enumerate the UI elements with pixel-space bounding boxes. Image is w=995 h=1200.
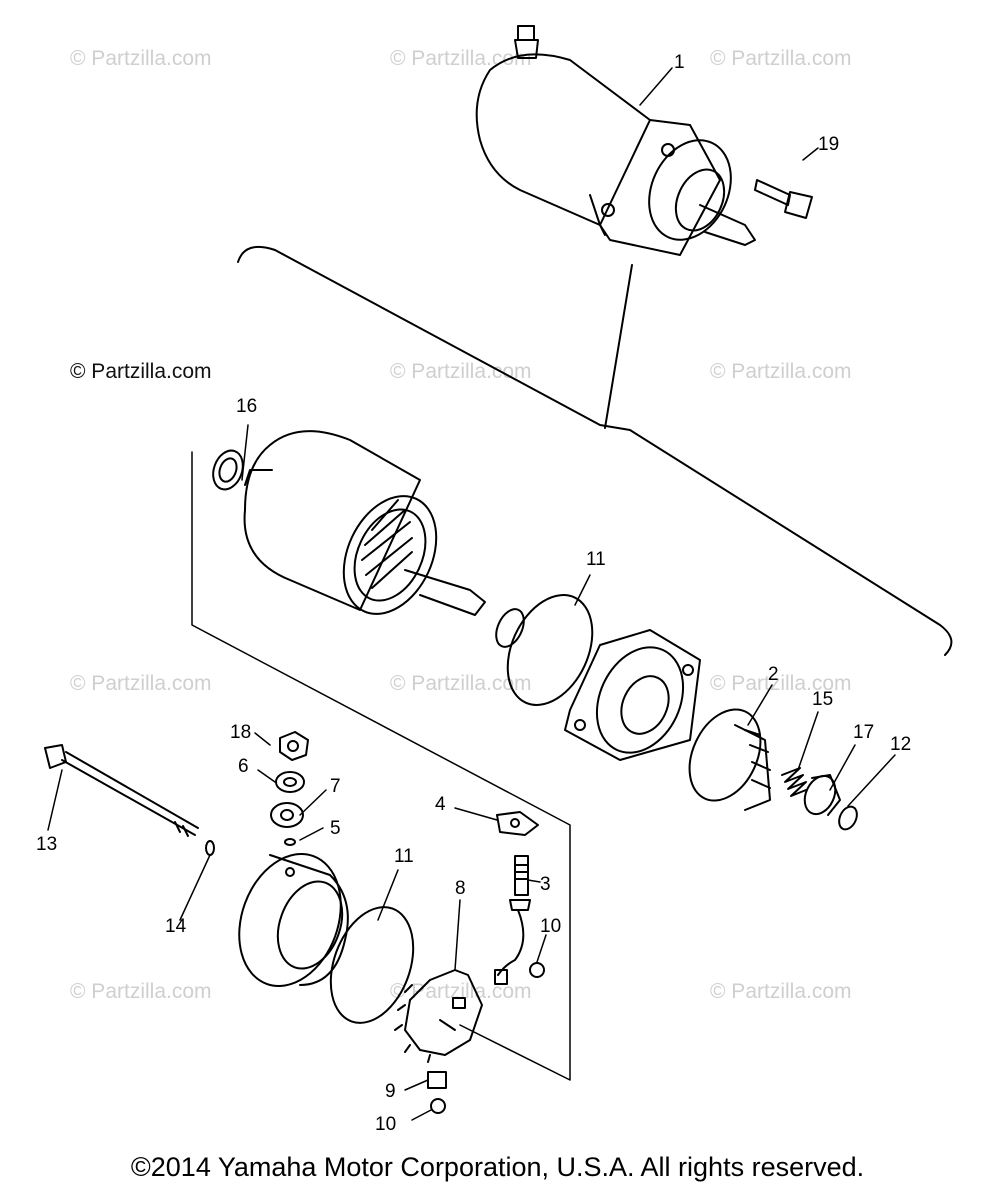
subassembly-outline	[191, 451, 571, 1081]
watermark: © Partzilla.com	[70, 672, 212, 695]
nut-18	[279, 731, 309, 761]
watermark: © Partzilla.com	[70, 980, 212, 1003]
callout-9: 9	[385, 1081, 396, 1102]
watermark: © Partzilla.com	[390, 360, 532, 383]
pinion-2	[688, 708, 771, 811]
callout-14: 14	[165, 916, 187, 937]
callout-7: 7	[330, 776, 341, 797]
washer-6	[275, 771, 305, 793]
watermark: © Partzilla.com	[710, 980, 852, 1003]
terminal-bolt-3	[494, 855, 531, 985]
callout-4: 4	[435, 794, 446, 815]
callout-10: 10	[375, 1114, 396, 1135]
brush-plate-8	[394, 969, 483, 1063]
front-bracket	[564, 629, 701, 761]
callout-19: 19	[818, 134, 839, 155]
armature-yoke	[243, 430, 486, 616]
callout-13: 13	[36, 834, 57, 855]
rear-cover	[238, 853, 349, 987]
spring-15	[781, 767, 807, 797]
watermark: © Partzilla.com	[70, 47, 212, 70]
callout-17: 17	[853, 722, 874, 743]
nut-10-right	[529, 962, 545, 978]
o-ring-11-upper	[495, 594, 594, 706]
callout-labels: 1 19 16 11 2 15 17 12 18 6 7 5 4 3 13 14…	[36, 52, 911, 1135]
callout-10: 10	[540, 916, 561, 937]
watermark: © Partzilla.com	[390, 672, 532, 695]
collar-17	[803, 774, 841, 816]
washer-16	[212, 449, 244, 491]
callout-8: 8	[455, 878, 466, 899]
terminal-4	[496, 811, 539, 836]
through-bolt-13	[44, 744, 199, 837]
o-ring-5	[284, 838, 296, 846]
watermark: © Partzilla.com	[710, 360, 852, 383]
o-ring-11-lower	[329, 906, 415, 1024]
callout-2: 2	[768, 664, 779, 685]
watermarks: © Partzilla.com © Partzilla.com © Partzi…	[70, 47, 852, 1003]
callout-11: 11	[586, 549, 606, 570]
callout-18: 18	[230, 722, 251, 743]
bolt-19	[754, 179, 813, 219]
clip-12	[838, 805, 858, 831]
o-ring-14	[205, 840, 215, 856]
watermark: © Partzilla.com	[70, 360, 212, 383]
callout-1: 1	[674, 52, 685, 73]
nut-10-bottom	[430, 1098, 446, 1114]
callout-6: 6	[238, 756, 249, 777]
callout-11: 11	[394, 846, 414, 867]
watermark: © Partzilla.com	[710, 47, 852, 70]
watermark: © Partzilla.com	[710, 672, 852, 695]
callout-16: 16	[236, 396, 257, 417]
callout-3: 3	[540, 874, 551, 895]
brush-9	[427, 1071, 447, 1089]
washer-7	[270, 802, 304, 828]
leader-lines	[47, 67, 896, 1121]
group-brace	[237, 246, 953, 656]
callout-5: 5	[330, 818, 341, 839]
callout-15: 15	[812, 689, 833, 710]
callout-12: 12	[890, 734, 911, 755]
copyright-notice: ©2014 Yamaha Motor Corporation, U.S.A. A…	[130, 1152, 865, 1182]
starter-motor-assembly	[475, 25, 756, 256]
